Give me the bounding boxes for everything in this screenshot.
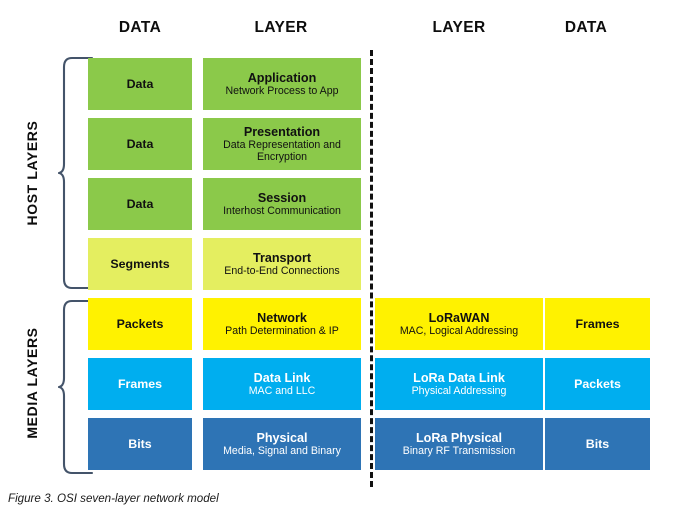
column-header-layer-left: LAYER — [254, 19, 308, 36]
left-data-box-6: Bits — [88, 418, 192, 470]
right-data-box-5: Packets — [545, 358, 650, 410]
bracket-host-layers — [58, 56, 94, 290]
right-data-box-6: Bits — [545, 418, 650, 470]
left-layer-box-4-subtitle: Path Determination & IP — [225, 325, 339, 338]
left-data-box-3-title: Segments — [110, 256, 170, 271]
right-layer-box-5-subtitle: Physical Addressing — [411, 385, 507, 398]
left-layer-box-2-subtitle: Interhost Communication — [223, 205, 341, 218]
left-layer-box-1-title: Presentation — [243, 124, 321, 139]
column-header-data-left: DATA — [118, 19, 162, 36]
left-data-box-4-title: Packets — [116, 316, 164, 331]
left-layer-box-1-subtitle: Data Representation and Encryption — [223, 139, 341, 164]
column-header-data-right: DATA — [564, 19, 608, 36]
left-data-box-6-title: Bits — [128, 436, 152, 451]
left-layer-box-5-subtitle: MAC and LLC — [248, 385, 316, 398]
left-layer-box-6-subtitle: Media, Signal and Binary — [223, 445, 341, 458]
left-layer-box-2-title: Session — [257, 190, 307, 205]
left-layer-box-4-title: Network — [257, 310, 307, 325]
left-layer-box-3-subtitle: End-to-End Connections — [224, 265, 340, 278]
left-layer-box-5-title: Data Link — [253, 370, 311, 385]
left-data-box-2: Data — [88, 178, 192, 230]
right-layer-box-4-title: LoRaWAN — [428, 310, 490, 325]
figure-caption: Figure 3. OSI seven-layer network model — [8, 492, 219, 505]
left-data-box-5-title: Frames — [117, 376, 163, 391]
left-layer-box-0-title: Application — [247, 70, 317, 85]
right-layer-box-4-subtitle: MAC, Logical Addressing — [399, 325, 519, 338]
group-label-host-layers: HOST LAYERS — [24, 120, 40, 226]
left-layer-box-0-subtitle: Network Process to App — [225, 85, 339, 98]
left-data-box-2-title: Data — [126, 196, 154, 211]
left-data-box-3: Segments — [88, 238, 192, 290]
column-header-layer-right: LAYER — [432, 19, 486, 36]
left-layer-box-3-title: Transport — [252, 250, 312, 265]
left-data-box-4: Packets — [88, 298, 192, 350]
left-data-box-1: Data — [88, 118, 192, 170]
right-layer-box-6-title: LoRa Physical — [415, 430, 503, 445]
right-data-box-4-title: Frames — [575, 316, 620, 331]
right-data-box-5-title: Packets — [574, 376, 621, 391]
left-data-box-5: Frames — [88, 358, 192, 410]
left-layer-box-6-title: Physical — [256, 430, 308, 445]
right-data-box-4: Frames — [545, 298, 650, 350]
right-data-box-6-title: Bits — [585, 436, 610, 451]
right-layer-box-6-subtitle: Binary RF Transmission — [402, 445, 516, 458]
left-data-box-1-title: Data — [126, 136, 154, 151]
group-label-media-layers: MEDIA LAYERS — [24, 327, 40, 439]
left-data-box-0: Data — [88, 58, 192, 110]
left-data-box-0-title: Data — [126, 76, 154, 91]
right-layer-box-5-title: LoRa Data Link — [413, 370, 505, 385]
bracket-media-layers — [58, 299, 94, 475]
model-divider-dashed-line — [370, 50, 373, 487]
